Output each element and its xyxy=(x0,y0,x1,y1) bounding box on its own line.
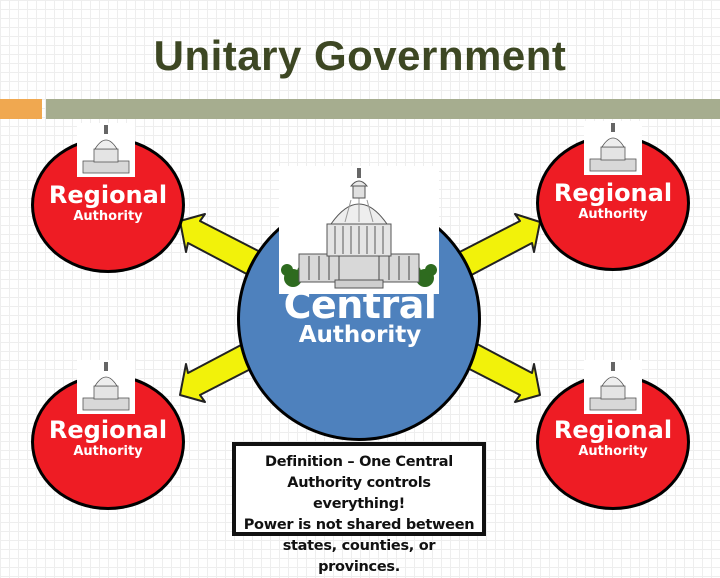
regional-title-bottom-left: Regional xyxy=(48,416,168,444)
capitol-building-icon xyxy=(584,121,642,175)
regional-title-top-right: Regional xyxy=(553,179,673,207)
regional-title-top-left: Regional xyxy=(48,181,168,209)
central-authority-title: Central xyxy=(283,283,437,327)
regional-subtitle-top-left: Authority xyxy=(73,209,143,224)
capitol-building-icon xyxy=(77,123,135,177)
definition-line: Power is not shared between xyxy=(243,517,475,533)
definition-line: states, counties, or provinces. xyxy=(282,538,436,575)
definition-box: Definition – One Central Authority contr… xyxy=(232,442,486,575)
capitol-building-icon xyxy=(77,360,135,414)
capitol-building-icon xyxy=(279,166,439,294)
definition-line: Authority controls everything! xyxy=(287,475,431,512)
accent-bar-orange xyxy=(0,99,42,119)
capitol-building-icon xyxy=(584,360,642,414)
regional-title-bottom-right: Regional xyxy=(553,416,673,444)
central-authority-subtitle: Authority xyxy=(298,322,422,348)
definition-line: Definition – One Central xyxy=(265,454,453,470)
regional-subtitle-top-right: Authority xyxy=(578,207,648,222)
regional-subtitle-bottom-left: Authority xyxy=(73,444,143,459)
slide-title: Unitary Government xyxy=(153,32,567,79)
regional-subtitle-bottom-right: Authority xyxy=(578,444,648,459)
accent-bar xyxy=(46,99,720,119)
